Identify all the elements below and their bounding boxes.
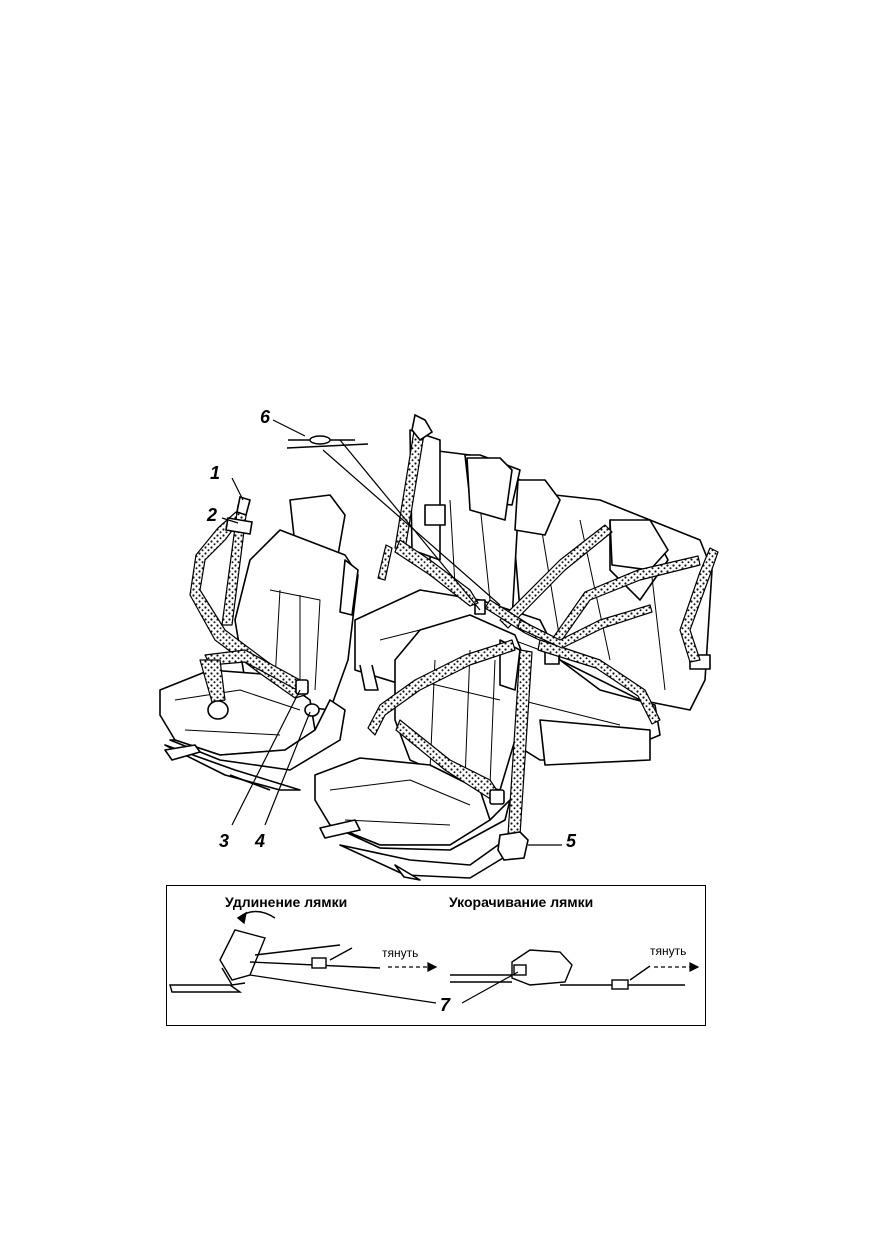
retractor-front-left-icon: [207, 700, 229, 720]
shorten-title: Укорачивание лямки: [449, 894, 594, 910]
retractor-5-icon: [497, 831, 529, 861]
height-adjuster-icon: [236, 495, 251, 517]
callout-4: 4: [255, 831, 266, 851]
callout-5: 5: [566, 831, 577, 851]
strap-6-detail: [286, 435, 369, 449]
callout-1: 1: [210, 463, 221, 483]
callout-6: 6: [260, 407, 271, 427]
callout-2: 2: [207, 505, 218, 525]
inset-lengthen-drawing: [169, 910, 381, 993]
callout-3: 3: [219, 831, 230, 851]
inset-pull-arrow-right: [654, 962, 700, 972]
pull-label-right: тянуть: [650, 944, 687, 958]
callout-leaders: [221, 419, 562, 846]
callout-7: 7: [440, 995, 451, 1015]
belt-guide-icon: [225, 517, 253, 535]
belt-hardware: [207, 413, 529, 861]
pull-label-left: тянуть: [382, 946, 419, 960]
lengthen-title: Удлинение лямки: [225, 894, 348, 910]
inset-pull-arrow-left: [388, 962, 438, 972]
front-left-seat: [159, 494, 359, 791]
inset-panel: [166, 885, 706, 1026]
callout-7-leaders: [249, 971, 519, 1004]
inset-shorten-drawing: [450, 949, 685, 990]
